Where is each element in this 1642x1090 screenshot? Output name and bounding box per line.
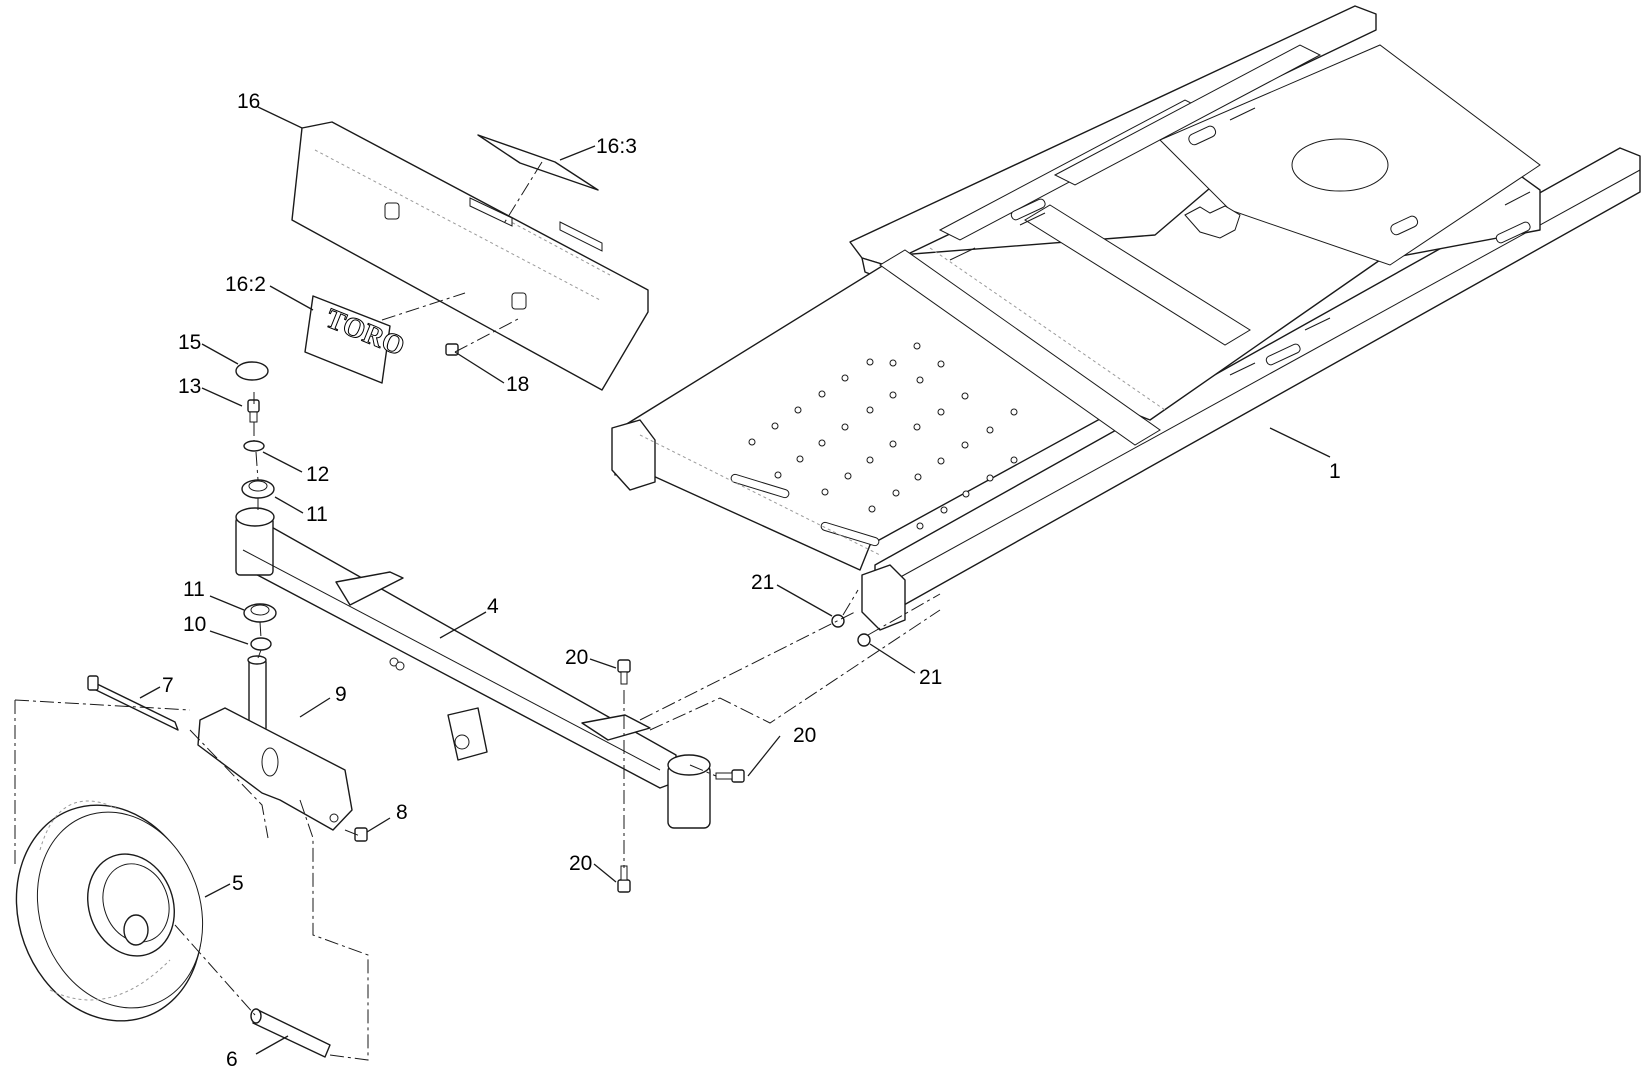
callout-9: 9 [335, 683, 347, 706]
bearing-part-11-lower [243, 603, 277, 623]
assembly-lines [14, 161, 941, 1061]
bolt-part-20-c [617, 865, 631, 893]
axle-bolt-part-7 [87, 675, 179, 731]
callout-12: 12 [306, 463, 329, 486]
washer-part-12 [243, 440, 265, 452]
leader-lines [139, 106, 1331, 1055]
callout-11-lower: 11 [183, 578, 205, 601]
callout-5: 5 [232, 872, 244, 895]
callout-20-c: 20 [569, 852, 592, 875]
callout-21-b: 21 [919, 666, 942, 689]
callout-18: 18 [506, 373, 529, 396]
callout-20-a: 20 [565, 646, 588, 669]
callout-16: 16 [237, 90, 260, 113]
decal-part-16-3 [477, 134, 599, 191]
callout-13: 13 [178, 375, 201, 398]
spacer-part-6 [250, 1008, 331, 1058]
bearing-part-11-upper [241, 479, 275, 499]
bolt-part-13 [247, 399, 260, 423]
nut-part-21-a [831, 614, 845, 628]
logo-plate-part-16-2: TORO [304, 295, 409, 384]
callout-6: 6 [226, 1048, 238, 1071]
front-axle-part-4 [235, 507, 711, 829]
floor-holes [748, 342, 1018, 530]
callout-16-2: 16:2 [225, 273, 266, 296]
callout-1: 1 [1329, 460, 1341, 483]
spacer-part-10 [250, 637, 272, 651]
callout-10: 10 [183, 613, 206, 636]
caster-fork-part-9 [197, 655, 353, 831]
callout-11-upper: 11 [306, 503, 328, 526]
callout-7: 7 [162, 674, 174, 697]
callout-21-a: 21 [751, 571, 774, 594]
bolt-part-20-b [715, 769, 745, 783]
wheel-part-5 [15, 800, 204, 1022]
cap-part-15 [235, 361, 269, 381]
front-cover-part-16 [291, 121, 649, 391]
callout-labels: 16 16:3 16:2 15 13 18 12 11 11 10 4 7 9 … [162, 90, 1341, 1071]
bolt-part-20-a [617, 659, 631, 685]
callout-4: 4 [487, 595, 499, 618]
nut-part-21-b [857, 633, 871, 647]
callout-15: 15 [178, 331, 201, 354]
callout-8: 8 [396, 801, 408, 824]
frame-part-1 [611, 5, 1641, 631]
callout-16-3: 16:3 [596, 135, 637, 158]
callout-20-b: 20 [793, 724, 816, 747]
